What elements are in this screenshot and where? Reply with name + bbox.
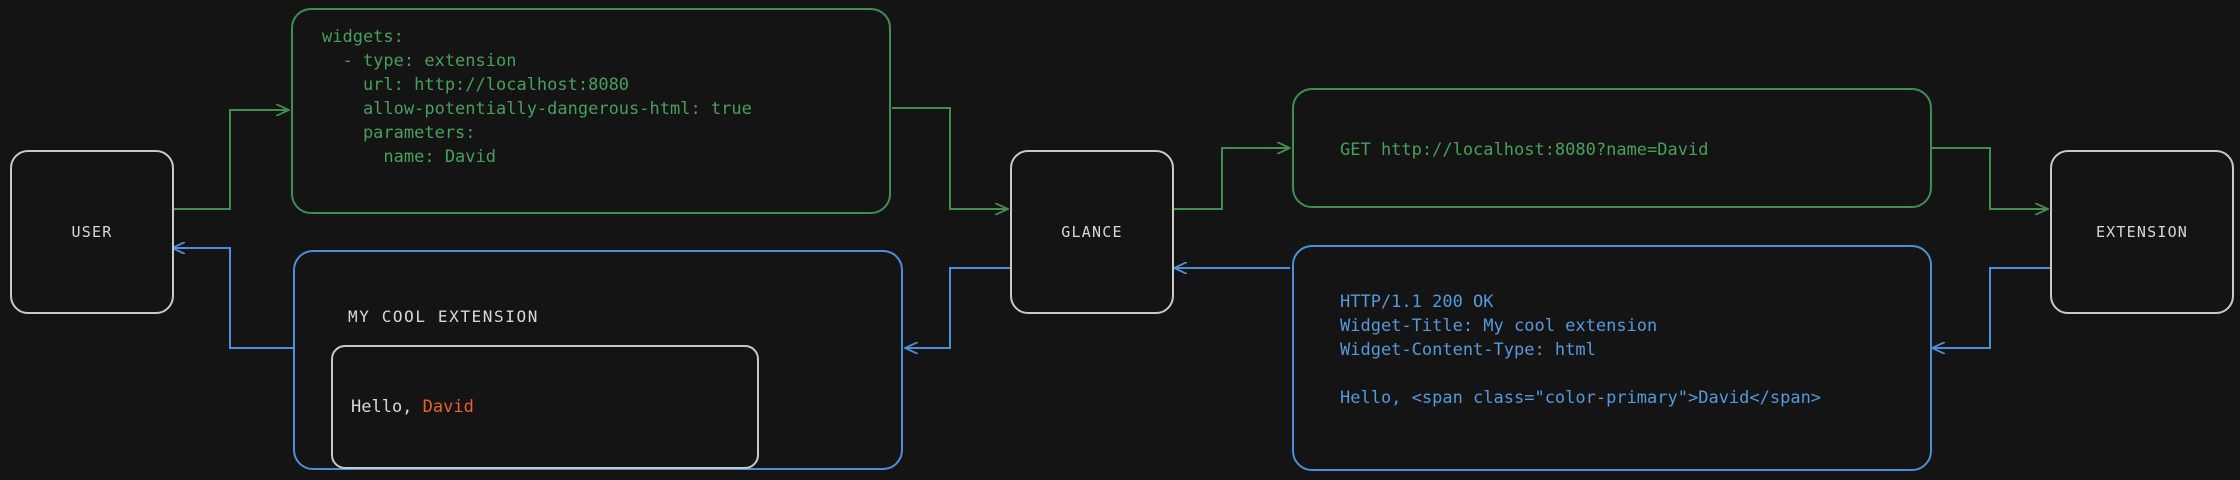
request-code: GET http://localhost:8080?name=David	[1340, 140, 1709, 160]
node-user[interactable]: USER	[10, 150, 174, 314]
widget-preview-title: MY COOL EXTENSION	[348, 307, 539, 326]
wire-user-to-config	[170, 110, 289, 210]
response-panel	[1292, 245, 1932, 471]
config-code: widgets: - type: extension url: http://l…	[322, 27, 752, 167]
greeting-prefix: Hello,	[351, 397, 423, 417]
widget-preview-body	[331, 345, 759, 469]
request-panel	[1292, 88, 1932, 208]
wire-glance-to-request	[1172, 148, 1290, 210]
response-code: HTTP/1.1 200 OK Widget-Title: My cool ex…	[1340, 292, 1822, 408]
node-glance[interactable]: GLANCE	[1010, 150, 1174, 314]
node-extension-label: EXTENSION	[2095, 223, 2189, 241]
node-glance-label: GLANCE	[1061, 223, 1123, 241]
config-panel	[291, 8, 891, 214]
wire-glance-to-preview	[905, 267, 1010, 348]
widget-preview-greeting: Hello, David	[351, 397, 474, 417]
node-user-label: USER	[71, 223, 113, 241]
wire-request-to-extension	[1932, 147, 2048, 209]
wire-extension-to-response	[1932, 267, 2050, 348]
greeting-name: David	[422, 397, 474, 417]
node-extension[interactable]: EXTENSION	[2050, 150, 2234, 314]
wire-preview-to-user	[172, 248, 293, 349]
wire-config-to-glance	[892, 107, 1008, 209]
